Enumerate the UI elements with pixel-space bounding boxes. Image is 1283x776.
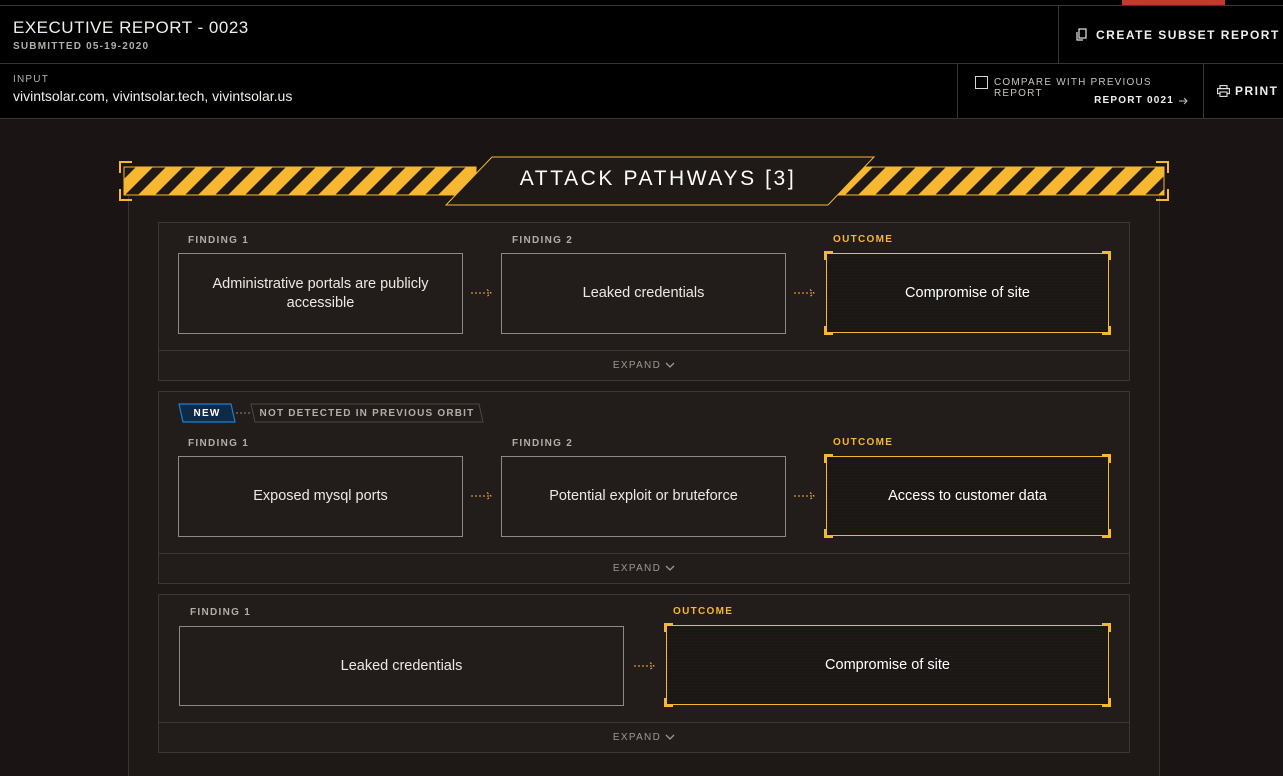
- expand-label: EXPAND: [612, 360, 662, 371]
- not-detected-label: NOT DETECTED IN PREVIOUS ORBIT: [259, 407, 475, 419]
- chevron-down-icon: [665, 734, 675, 740]
- arrow-right-icon: [634, 662, 655, 670]
- input-bar: INPUT vivintsolar.com, vivintsolar.tech,…: [0, 64, 1283, 119]
- finding-1-box[interactable]: Exposed mysql ports: [178, 456, 463, 537]
- finding-1-label: FINDING 1: [188, 438, 250, 449]
- new-badge-label: NEW: [193, 407, 221, 419]
- top-strip: [0, 0, 1283, 6]
- compare-checkbox[interactable]: [975, 76, 988, 89]
- create-subset-report-button[interactable]: CREATE SUBSET REPORT: [1058, 6, 1283, 63]
- create-subset-label: CREATE SUBSET REPORT: [1096, 27, 1280, 42]
- outcome-text: Access to customer data: [888, 488, 1047, 504]
- expand-label: EXPAND: [612, 563, 662, 574]
- arrow-right-icon: [1179, 97, 1188, 104]
- finding-1-box[interactable]: Leaked credentials: [179, 626, 624, 706]
- finding-1-box[interactable]: Administrative portals are publicly acce…: [178, 253, 463, 334]
- outcome-box[interactable]: Compromise of site: [824, 251, 1111, 335]
- finding-2-box[interactable]: Leaked credentials: [501, 253, 786, 334]
- compare-previous-report[interactable]: COMPARE WITH PREVIOUS REPORT REPORT 0021: [957, 64, 1203, 118]
- section-title: ATTACK PATHWAYS [3]: [519, 167, 797, 190]
- pathway-card-2: FINDING 1 FINDING 2 OUTCOME Exposed mysq…: [158, 391, 1130, 584]
- print-button[interactable]: PRINT: [1203, 64, 1283, 118]
- previous-report-label: REPORT 0021: [1094, 95, 1174, 106]
- compare-label: COMPARE WITH PREVIOUS REPORT: [994, 77, 1152, 99]
- hazard-stripes-graphic: [119, 156, 1169, 206]
- outcome-label: OUTCOME: [833, 234, 894, 245]
- outcome-box[interactable]: Compromise of site: [664, 623, 1111, 707]
- pathway-card-3: FINDING 1 OUTCOME Leaked credentials Com…: [158, 594, 1130, 753]
- badge-connector: [236, 412, 252, 414]
- input-domains: vivintsolar.com, vivintsolar.tech, vivin…: [13, 88, 293, 104]
- finding-2-label: FINDING 2: [512, 438, 574, 449]
- report-title: EXECUTIVE REPORT - 0023: [13, 18, 249, 37]
- arrow-right-icon: [471, 289, 492, 297]
- report-header: EXECUTIVE REPORT - 0023 SUBMITTED 05-19-…: [0, 6, 1283, 64]
- finding-2-label: FINDING 2: [512, 235, 574, 246]
- expand-button[interactable]: EXPAND: [159, 553, 1129, 583]
- expand-button[interactable]: EXPAND: [159, 722, 1129, 752]
- attack-pathways-banner: ATTACK PATHWAYS [3]: [118, 155, 1170, 207]
- arrow-right-icon: [471, 492, 492, 500]
- arrow-right-icon: [794, 492, 815, 500]
- chevron-down-icon: [665, 565, 675, 571]
- new-badge: NEW: [178, 403, 236, 423]
- expand-label: EXPAND: [612, 732, 662, 743]
- print-label: PRINT: [1235, 84, 1279, 98]
- finding-1-label: FINDING 1: [188, 235, 250, 246]
- input-label: INPUT: [13, 74, 49, 85]
- outcome-box[interactable]: Access to customer data: [824, 454, 1111, 538]
- outcome-label: OUTCOME: [673, 606, 734, 617]
- expand-button[interactable]: EXPAND: [159, 350, 1129, 380]
- outcome-text: Compromise of site: [825, 657, 950, 673]
- chevron-down-icon: [665, 362, 675, 368]
- previous-report-link[interactable]: REPORT 0021: [1094, 95, 1189, 106]
- not-detected-badge: NOT DETECTED IN PREVIOUS ORBIT: [250, 403, 484, 423]
- submitted-date: SUBMITTED 05-19-2020: [13, 41, 150, 52]
- pathway-card-1: FINDING 1 FINDING 2 OUTCOME Administrati…: [158, 222, 1130, 381]
- arrow-right-icon: [794, 289, 815, 297]
- outcome-text: Compromise of site: [905, 285, 1030, 301]
- printer-icon: [1217, 85, 1230, 97]
- outcome-label: OUTCOME: [833, 437, 894, 448]
- finding-2-box[interactable]: Potential exploit or bruteforce: [501, 456, 786, 537]
- active-indicator: [1122, 0, 1225, 5]
- copy-icon: [1076, 27, 1087, 41]
- finding-1-label: FINDING 1: [190, 607, 252, 618]
